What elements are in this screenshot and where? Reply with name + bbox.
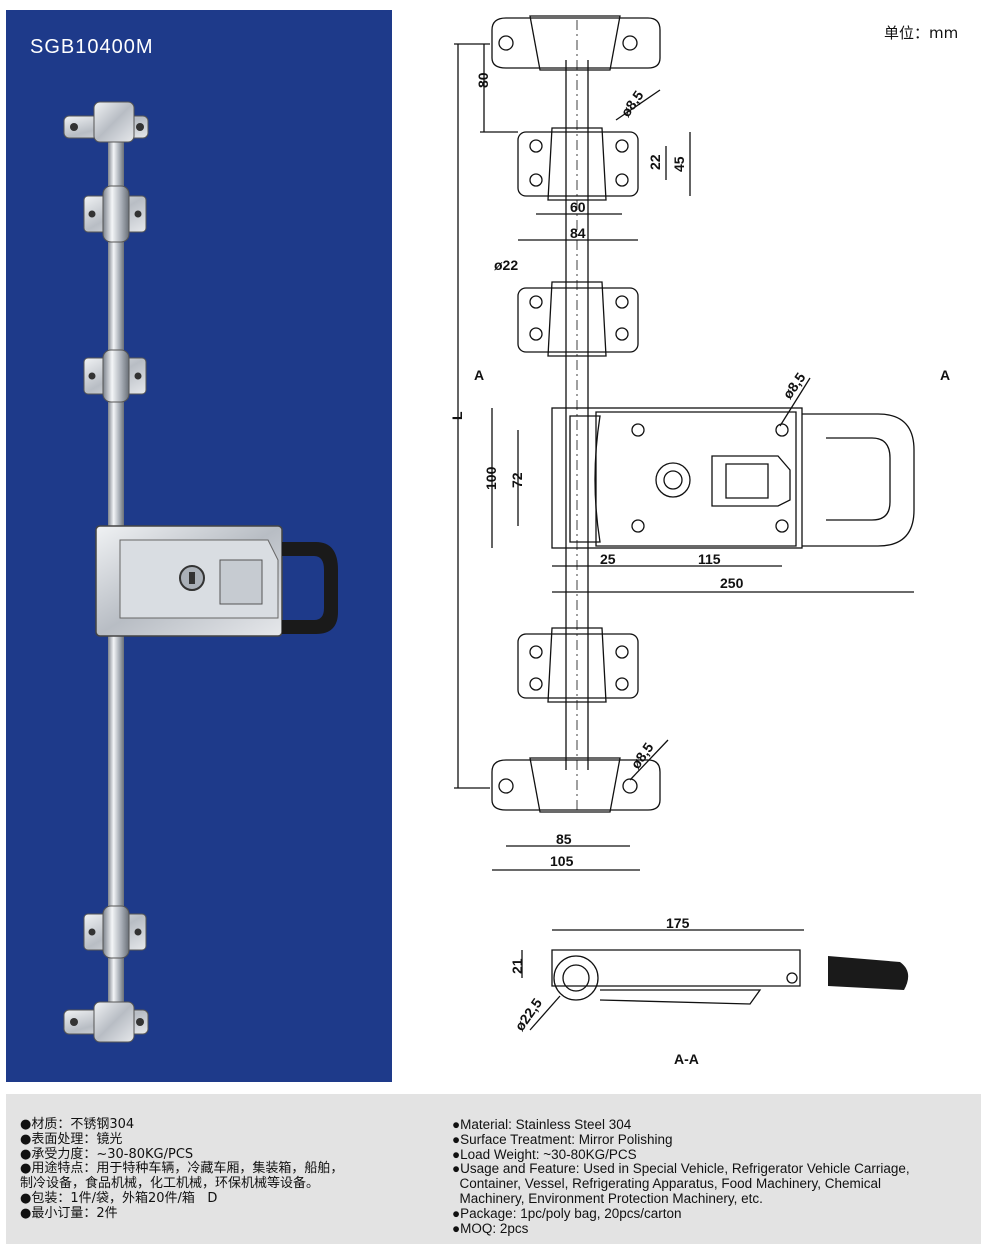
dim-105: 105 bbox=[550, 853, 574, 869]
dim-72: 72 bbox=[509, 472, 525, 488]
spec-usage-cn: ●用途特点：用于特种车辆，冷藏车厢，集装箱，船舶， bbox=[20, 1161, 344, 1177]
rod-guide-3 bbox=[83, 905, 147, 959]
model-code: SGB10400M bbox=[30, 36, 154, 58]
dim-22: 22 bbox=[647, 154, 663, 170]
spec-panel bbox=[6, 1094, 981, 1244]
dim-100: 100 bbox=[483, 466, 499, 490]
handle-grip bbox=[282, 542, 338, 634]
spec-moq-cn: ●最小订量：2件 bbox=[20, 1205, 118, 1221]
dim-45: 45 bbox=[671, 156, 687, 172]
section-handle-grip bbox=[828, 956, 909, 990]
unit-label: 单位：mm bbox=[884, 24, 959, 42]
dim-84: 84 bbox=[570, 225, 586, 241]
spec-usage-cn-cont: 制冷设备，食品机械，化工机械，环保机械等设备。 bbox=[20, 1176, 320, 1192]
spec-surface-en: ●Surface Treatment: Mirror Polishing bbox=[452, 1131, 673, 1147]
section-mark-left: A bbox=[474, 367, 484, 383]
dim-rod-22: ø22 bbox=[494, 257, 518, 273]
product-photo bbox=[63, 101, 338, 1043]
dim-8-5-top: ø8,5 bbox=[617, 87, 646, 119]
rod-guide-2 bbox=[83, 349, 147, 403]
spec-material-cn: ●材质：不锈钢304 bbox=[20, 1117, 135, 1132]
spec-package-cn: ●包装：1件/袋，外箱20件/箱 D bbox=[20, 1190, 218, 1206]
dim-115: 115 bbox=[698, 551, 721, 567]
spec-surface-cn: ●表面处理：镜光 bbox=[20, 1131, 123, 1147]
handle-housing bbox=[95, 525, 283, 637]
spec-load-en: ●Load Weight: ~30-80KG/PCS bbox=[452, 1146, 637, 1162]
section-label: A-A bbox=[674, 1051, 699, 1067]
dim-8-5-bottom: ø8,5 bbox=[627, 739, 656, 771]
dim-21: 21 bbox=[509, 958, 525, 974]
spec-usage-en-cont2: Machinery, Environment Protection Machin… bbox=[452, 1190, 763, 1206]
dim-80: 80 bbox=[475, 72, 491, 88]
dim-60: 60 bbox=[570, 199, 586, 215]
spec-moq-en: ●MOQ: 2pcs bbox=[452, 1220, 529, 1236]
dim-25: 25 bbox=[600, 551, 616, 567]
spec-material-en: ●Material: Stainless Steel 304 bbox=[452, 1117, 632, 1132]
spec-usage-en: ●Usage and Feature: Used in Special Vehi… bbox=[452, 1161, 910, 1177]
spec-usage-en-cont1: Container, Vessel, Refrigerating Apparat… bbox=[452, 1176, 881, 1192]
spec-package-en: ●Package: 1pc/poly bag, 20pcs/carton bbox=[452, 1205, 682, 1221]
spec-load-cn: ●承受力度：~30-80KG/PCS bbox=[20, 1146, 194, 1162]
dim-22-5: ø22,5 bbox=[511, 995, 545, 1034]
technical-drawing: 80 ø8,5 22 45 60 84 ø22 L A A ø8,5 100 7… bbox=[449, 15, 950, 1067]
dim-250: 250 bbox=[720, 575, 744, 591]
dim-85: 85 bbox=[556, 831, 572, 847]
spec-list-chinese: ●材质：不锈钢304 ●表面处理：镜光 ●承受力度：~30-80KG/PCS ●… bbox=[20, 1117, 440, 1222]
spec-list-english: ●Material: Stainless Steel 304 ●Surface … bbox=[452, 1117, 972, 1236]
section-mark-right: A bbox=[940, 367, 950, 383]
top-cam-keeper bbox=[63, 101, 149, 143]
dim-8-5-mid: ø8,5 bbox=[779, 369, 808, 401]
rod-guide-1 bbox=[83, 185, 147, 243]
bottom-cam-keeper bbox=[63, 1001, 149, 1043]
dim-175: 175 bbox=[666, 915, 690, 931]
dim-L: L bbox=[449, 411, 465, 420]
